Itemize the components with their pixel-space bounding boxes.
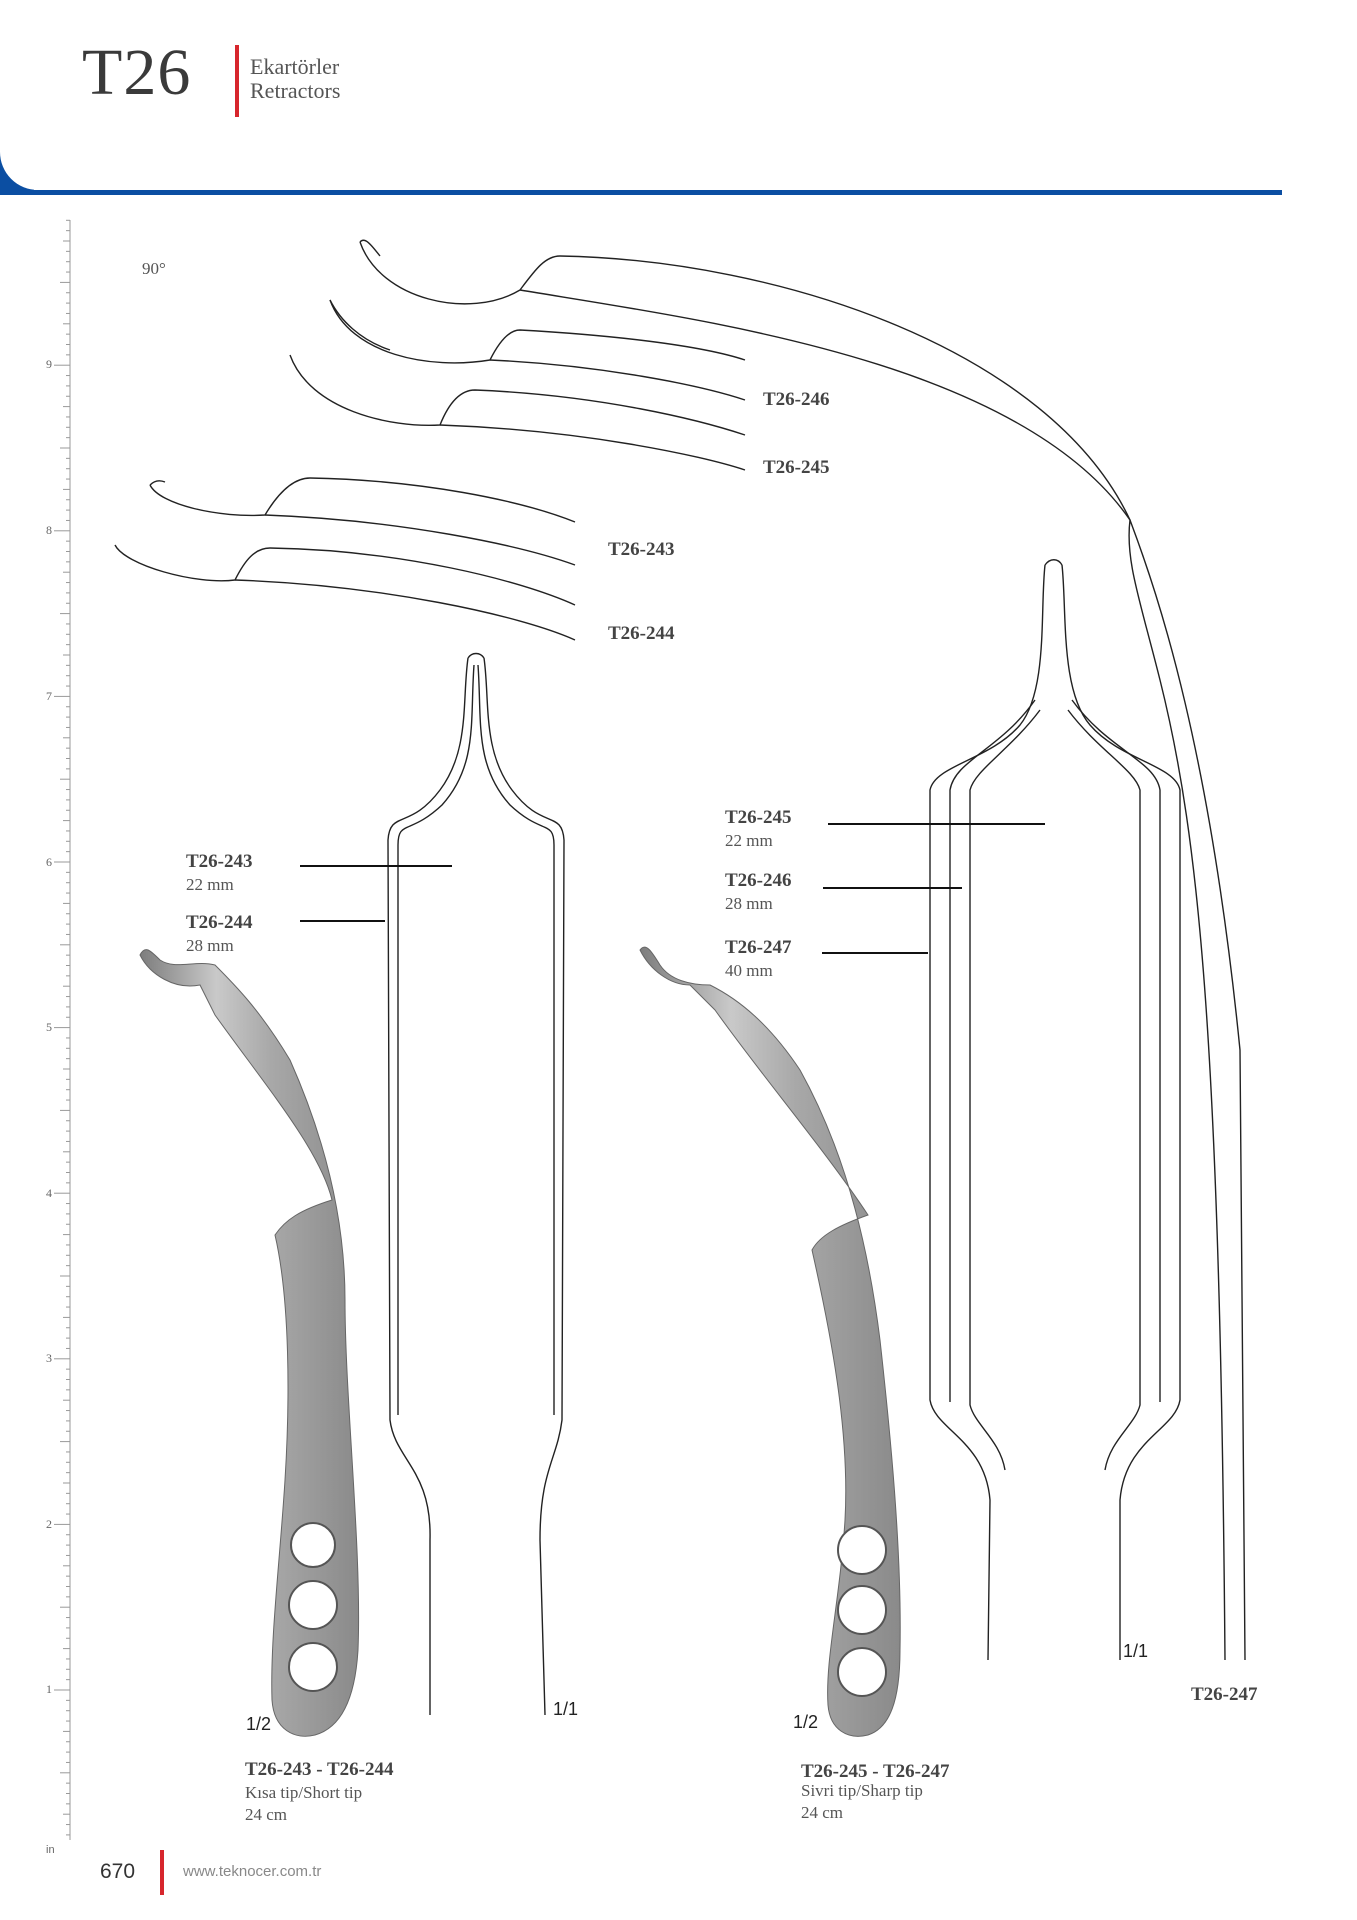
caption-right-tip: Sivri tip/Sharp tip bbox=[801, 1781, 923, 1800]
front-view-right-drawing bbox=[929, 559, 1181, 1661]
callout-code-t26-246: T26-246 bbox=[725, 870, 792, 891]
scale-photo-right: 1/2 bbox=[793, 1712, 819, 1732]
callout-size-t26-246: 28 mm bbox=[725, 894, 773, 913]
ruler-number-7: 7 bbox=[46, 689, 52, 703]
category-title-tr: Ekartörler bbox=[250, 54, 340, 79]
ruler-number-2: 2 bbox=[46, 1517, 52, 1531]
ruler-number-9: 9 bbox=[46, 357, 52, 371]
callout-code-t26-244: T26-244 bbox=[186, 912, 253, 933]
side-label-t26-247: T26-247 bbox=[1191, 1684, 1258, 1705]
header-panel bbox=[0, 0, 1290, 190]
caption-right-length: 24 cm bbox=[801, 1803, 844, 1822]
front-view-left-drawing bbox=[387, 652, 565, 1716]
website-link[interactable]: www.teknocer.com.tr bbox=[183, 1863, 322, 1880]
right-photo-retractor bbox=[639, 946, 901, 1737]
inch-ruler bbox=[54, 219, 71, 1840]
ruler-number-3: 3 bbox=[46, 1351, 52, 1365]
callout-lines bbox=[300, 823, 1045, 954]
footer-red-divider bbox=[160, 1850, 164, 1895]
ruler-number-8: 8 bbox=[46, 523, 52, 537]
caption-right-codes: T26-245 - T26-247 bbox=[801, 1761, 950, 1782]
category-title-en: Retractors bbox=[250, 78, 341, 103]
caption-left-length: 24 cm bbox=[245, 1805, 288, 1824]
ruler-number-6: 6 bbox=[46, 855, 52, 869]
header-blue-rule bbox=[34, 190, 1282, 195]
callout-size-t26-245: 22 mm bbox=[725, 831, 773, 850]
label-t26-245-top: T26-245 bbox=[763, 457, 830, 478]
page-number: 670 bbox=[100, 1860, 136, 1883]
caption-left-tip: Kısa tip/Short tip bbox=[245, 1783, 363, 1802]
callout-size-t26-243: 22 mm bbox=[186, 875, 234, 894]
label-t26-246-top: T26-246 bbox=[763, 389, 830, 410]
callout-code-t26-243: T26-243 bbox=[186, 851, 253, 872]
left-photo-retractor bbox=[139, 949, 360, 1737]
header-red-divider bbox=[235, 45, 239, 117]
angle-label: 90° bbox=[142, 259, 166, 278]
top-view-drawings bbox=[114, 239, 1246, 1661]
callout-size-t26-244: 28 mm bbox=[186, 936, 234, 955]
callout-code-t26-245: T26-245 bbox=[725, 807, 792, 828]
ruler-number-1: 1 bbox=[46, 1682, 52, 1696]
ruler-number-5: 5 bbox=[46, 1020, 52, 1034]
scale-drawing-right: 1/1 bbox=[1123, 1641, 1149, 1661]
scale-drawing-left: 1/1 bbox=[553, 1699, 579, 1719]
callout-code-t26-247: T26-247 bbox=[725, 937, 792, 958]
ruler-unit: in bbox=[46, 1844, 55, 1856]
callout-size-t26-247: 40 mm bbox=[725, 961, 773, 980]
catalog-code: T26 bbox=[82, 36, 192, 109]
label-t26-243-top: T26-243 bbox=[608, 539, 675, 560]
ruler-number-4: 4 bbox=[46, 1186, 52, 1200]
caption-left-codes: T26-243 - T26-244 bbox=[245, 1759, 394, 1780]
label-t26-244-top: T26-244 bbox=[608, 623, 675, 644]
scale-photo-left: 1/2 bbox=[246, 1714, 272, 1734]
